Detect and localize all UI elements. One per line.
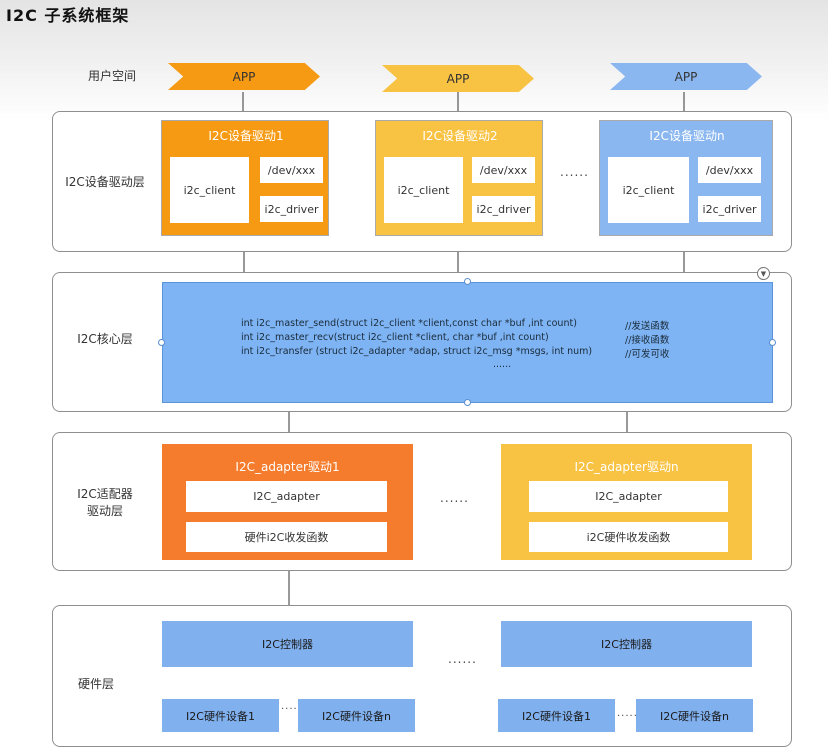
- core-api-send-comment: //发送函数: [625, 321, 670, 332]
- hw-device-1-ctrl1[interactable]: I2C硬件设备1: [162, 699, 279, 732]
- resize-handle-left[interactable]: [158, 339, 165, 346]
- device-driver-ellipsis: ......: [560, 165, 589, 179]
- device-driver-1[interactable]: I2C设备驱动1 i2c_client /dev/xxx i2c_driver: [161, 120, 329, 236]
- page-title: I2C 子系统框架: [6, 6, 130, 25]
- app-chevron-n[interactable]: APP: [610, 63, 762, 90]
- app-chevron-2[interactable]: APP: [382, 65, 534, 92]
- user-space-label: 用户空间: [87, 69, 136, 83]
- dropdown-toggle-icon[interactable]: ▼: [757, 267, 770, 280]
- core-api-transfer-comment: //可发可收: [625, 349, 670, 360]
- device-driver-n-devnode: /dev/xxx: [698, 157, 761, 183]
- hardware-layer-label: 硬件层: [77, 677, 114, 691]
- app-label-1: APP: [232, 69, 256, 84]
- core-layer-label: I2C核心层: [77, 332, 133, 346]
- device-driver-2-client: i2c_client: [384, 157, 463, 223]
- hw-device-n-ctrln[interactable]: I2C硬件设备n: [636, 699, 753, 732]
- resize-handle-top[interactable]: [464, 278, 471, 285]
- hw-device-n-ctrl1[interactable]: I2C硬件设备n: [298, 699, 415, 732]
- adapter-driver-1[interactable]: I2C_adapter驱动1 I2C_adapter 硬件i2C收发函数: [162, 444, 413, 560]
- core-api-more: ......: [493, 359, 512, 370]
- device-driver-n-driver: i2c_driver: [698, 196, 761, 222]
- adapter-driver-1-title: I2C_adapter驱动1: [235, 460, 340, 474]
- device-driver-n-client: i2c_client: [608, 157, 689, 223]
- device-driver-1-title: I2C设备驱动1: [208, 129, 284, 143]
- resize-handle-bottom[interactable]: [464, 399, 471, 406]
- hw-devices-dots-ctrln: ......: [617, 708, 643, 719]
- core-api-send: int i2c_master_send(struct i2c_client *c…: [241, 318, 577, 329]
- core-api-recv-comment: //接收函数: [625, 335, 670, 346]
- resize-handle-right[interactable]: [769, 339, 776, 346]
- adapter-layer-label-line1: I2C适配器: [77, 487, 133, 501]
- adapter-driver-n-title: I2C_adapter驱动n: [574, 460, 679, 474]
- app-label-2: APP: [446, 71, 470, 86]
- hw-device-1-ctrln[interactable]: I2C硬件设备1: [498, 699, 615, 732]
- adapter-driver-n-adapter: I2C_adapter: [529, 481, 728, 512]
- adapter-driver-n[interactable]: I2C_adapter驱动n I2C_adapter i2C硬件收发函数: [501, 444, 752, 560]
- device-driver-n[interactable]: I2C设备驱动n i2c_client /dev/xxx i2c_driver: [599, 120, 773, 236]
- device-driver-2-title: I2C设备驱动2: [422, 129, 498, 143]
- adapter-driver-1-adapter: I2C_adapter: [186, 481, 387, 512]
- adapter-layer-label: I2C适配器 驱动层: [56, 486, 154, 520]
- adapter-driver-n-func: i2C硬件收发函数: [529, 522, 728, 552]
- app-label-n: APP: [674, 69, 698, 84]
- hw-devices-dots-ctrl1: ......: [281, 701, 307, 712]
- adapter-ellipsis: ......: [440, 491, 469, 505]
- adapter-driver-1-func: 硬件i2C收发函数: [186, 522, 387, 552]
- device-driver-1-driver: i2c_driver: [260, 196, 323, 222]
- app-chevron-1[interactable]: APP: [168, 63, 320, 90]
- adapter-layer-label-line2: 驱动层: [86, 504, 123, 518]
- device-driver-2-driver: i2c_driver: [472, 196, 535, 222]
- device-driver-1-devnode: /dev/xxx: [260, 157, 323, 183]
- hardware-ellipsis: ......: [448, 652, 477, 666]
- device-driver-n-title: I2C设备驱动n: [649, 129, 725, 143]
- i2c-controller-n[interactable]: I2C控制器: [501, 621, 752, 667]
- device-driver-2[interactable]: I2C设备驱动2 i2c_client /dev/xxx i2c_driver: [375, 120, 543, 236]
- device-driver-layer-label: I2C设备驱动层: [65, 175, 145, 189]
- core-api-box[interactable]: int i2c_master_send(struct i2c_client *c…: [162, 282, 773, 403]
- core-api-transfer: int i2c_transfer (struct i2c_adapter *ad…: [241, 346, 593, 357]
- core-api-recv: int i2c_master_recv(struct i2c_client *c…: [241, 332, 549, 343]
- device-driver-2-devnode: /dev/xxx: [472, 157, 535, 183]
- i2c-controller-1[interactable]: I2C控制器: [162, 621, 413, 667]
- device-driver-1-client: i2c_client: [170, 157, 249, 223]
